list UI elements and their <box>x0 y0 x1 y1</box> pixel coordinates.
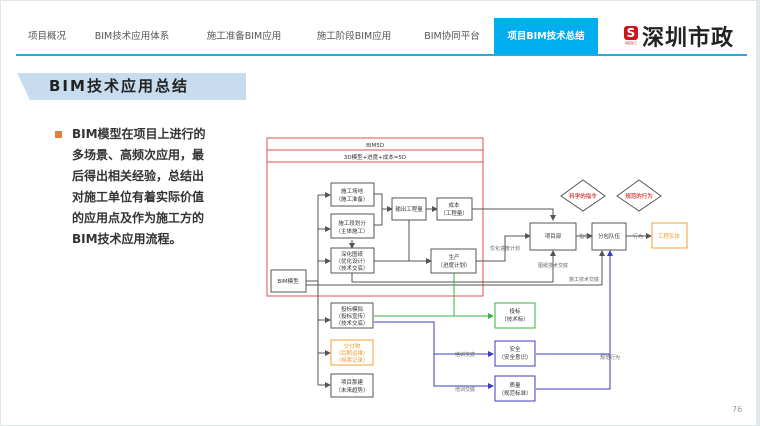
edge-label-std-behavior: 规范行为 <box>600 354 620 361</box>
edge-label-train2: 培训交底 <box>455 386 475 393</box>
tab-project-overview[interactable]: 项目概况 <box>27 31 66 42</box>
node-drawing <box>330 247 375 274</box>
label-zoning: 施工段划分 <box>338 219 366 227</box>
tab-bim-summary[interactable]: 项目BIM技术总结 <box>494 18 598 55</box>
edge-label-drawing-brief: 图纸技术交底 <box>538 262 568 269</box>
node-production <box>430 248 477 274</box>
label-site-sub: （施工准备） <box>335 195 368 203</box>
label-review: 项目那建 <box>341 378 364 386</box>
bullet-icon <box>55 131 62 138</box>
label-entity: 工程实体 <box>658 232 681 240</box>
tab-construction-bim[interactable]: 施工阶段BIM应用 <box>316 31 392 42</box>
edge-label-behavior: 行为 <box>633 233 643 240</box>
node-zoning <box>330 213 375 239</box>
bim5d-frame <box>266 137 484 297</box>
company-logo: S 特区建工 深圳市政 <box>624 22 735 51</box>
node-quantity <box>391 197 427 221</box>
label-safety-sub: （安全意识） <box>498 353 531 361</box>
section-title-text: BIM技术应用总结 <box>49 77 189 95</box>
label-safety: 安全 <box>509 345 521 353</box>
edge-label-schedule: 优化进度计划 <box>490 245 520 252</box>
label-cost-sub: （工程量） <box>440 209 468 217</box>
edge-label-construct-brief: 施工技术交底 <box>569 276 599 283</box>
label-team: 分包队伍 <box>598 232 621 240</box>
label-review-sub: （未来趋势） <box>335 386 368 394</box>
label-production: 生产 <box>448 253 460 261</box>
tab-bim-system[interactable]: BIM技术应用体系 <box>94 31 170 42</box>
node-bid <box>494 302 536 329</box>
label-quality-sub: （规范标准） <box>498 389 531 397</box>
title-decoration <box>16 73 38 100</box>
label-quantity: 输出工程量 <box>395 205 423 213</box>
node-review <box>330 373 374 398</box>
node-quality <box>494 375 536 402</box>
label-dept: 项目部 <box>545 232 562 240</box>
label-science: 科学的指令 <box>569 192 597 200</box>
label-quality: 质量 <box>509 381 521 389</box>
edge-label-train1: 培训交底 <box>455 351 475 358</box>
label-deliver: 交付物 <box>344 342 361 350</box>
tab-bim-platform[interactable]: BIM协同平台 <box>424 31 480 42</box>
node-site <box>330 182 375 207</box>
label-bid-sim: 投标模拟 <box>341 305 364 313</box>
label-drawing-sub2: （技术交底） <box>335 264 368 272</box>
nav-underline <box>16 54 747 56</box>
label-bid: 投标 <box>509 307 521 315</box>
node-team <box>591 222 627 251</box>
label-drawing-sub1: （优化设计） <box>335 257 368 265</box>
label-standard: 规范的行为 <box>625 192 653 200</box>
node-dept <box>529 222 577 251</box>
logo-subtext: 特区建工 <box>624 41 637 45</box>
node-cost <box>436 197 473 221</box>
label-bid-sub: （技术标） <box>501 315 529 323</box>
summary-paragraph: BIM模型在项目上进行的多场景、高频次应用，最后得出相关经验，总结出对施工单位有… <box>72 127 206 246</box>
logo-icon: S 特区建工 <box>624 26 638 46</box>
tab-prep-bim[interactable]: 施工准备BIM应用 <box>206 31 282 42</box>
logo-text: 深圳市政 <box>642 26 735 51</box>
label-site: 施工场地 <box>341 187 364 195</box>
bim5d-title: BIM5D <box>366 143 384 149</box>
diamond-science <box>560 179 606 212</box>
label-zoning-sub: （主体施工） <box>335 227 368 235</box>
section-title: BIM技术应用总结 <box>16 73 246 100</box>
node-deliver <box>330 339 374 366</box>
label-cost: 成本 <box>448 201 460 209</box>
label-drawing: 深化图纸 <box>341 250 364 258</box>
node-bim-model <box>270 269 307 293</box>
logo-mark: S <box>624 26 638 40</box>
label-bim-model: BIM模型 <box>277 277 299 285</box>
node-bid-sim <box>330 302 374 329</box>
label-bid-sim-sub1: （投标宣传） <box>335 312 368 320</box>
edge-label-instruction: 指令 <box>579 233 589 240</box>
bim5d-formula: 3D模型+进度+成本=5D <box>344 153 406 161</box>
label-production-sub: （进度计划） <box>437 261 470 269</box>
label-deliver-sub2: （档案记录） <box>335 356 368 364</box>
diamond-standard <box>616 179 662 212</box>
page-number: 76 <box>732 405 743 414</box>
label-bid-sim-sub2: （技术交底） <box>335 319 368 327</box>
node-safety <box>494 340 536 367</box>
node-entity <box>651 222 688 249</box>
label-deliver-sub1: （后期运维） <box>335 349 368 357</box>
